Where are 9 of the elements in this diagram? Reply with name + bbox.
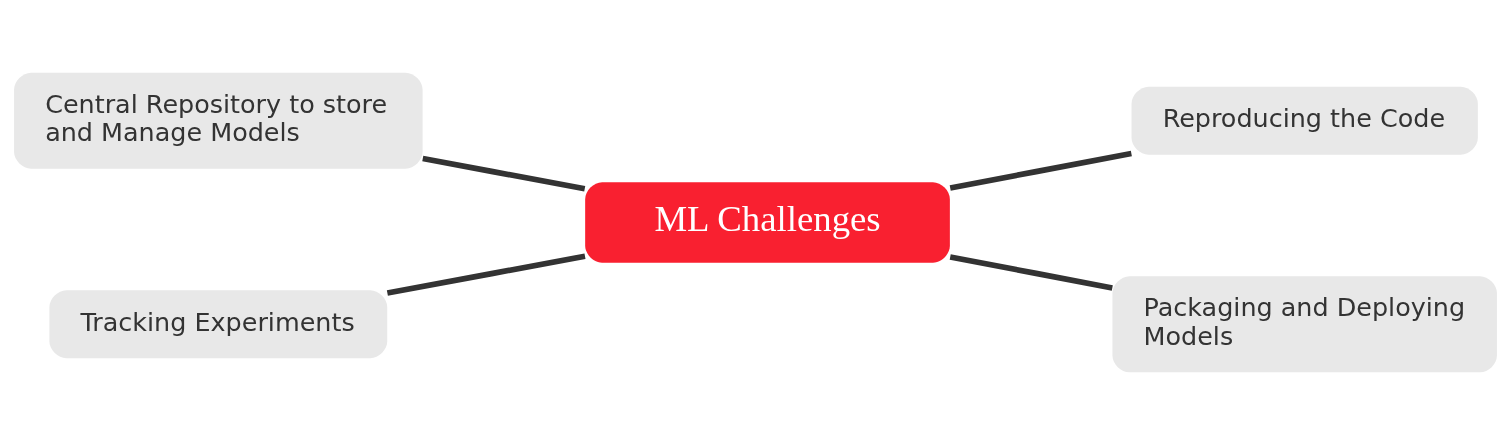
node-box: ML Challenges [585, 182, 950, 263]
node-box: Packaging and Deploying Models [1112, 276, 1497, 373]
connector [386, 253, 586, 296]
node-box: Central Repository to store and Manage Models [14, 72, 423, 169]
connector [949, 150, 1132, 191]
node-box: Reproducing the Code [1131, 86, 1478, 155]
connector [949, 254, 1113, 291]
connector [422, 155, 586, 192]
node-box: Tracking Experiments [49, 290, 388, 359]
